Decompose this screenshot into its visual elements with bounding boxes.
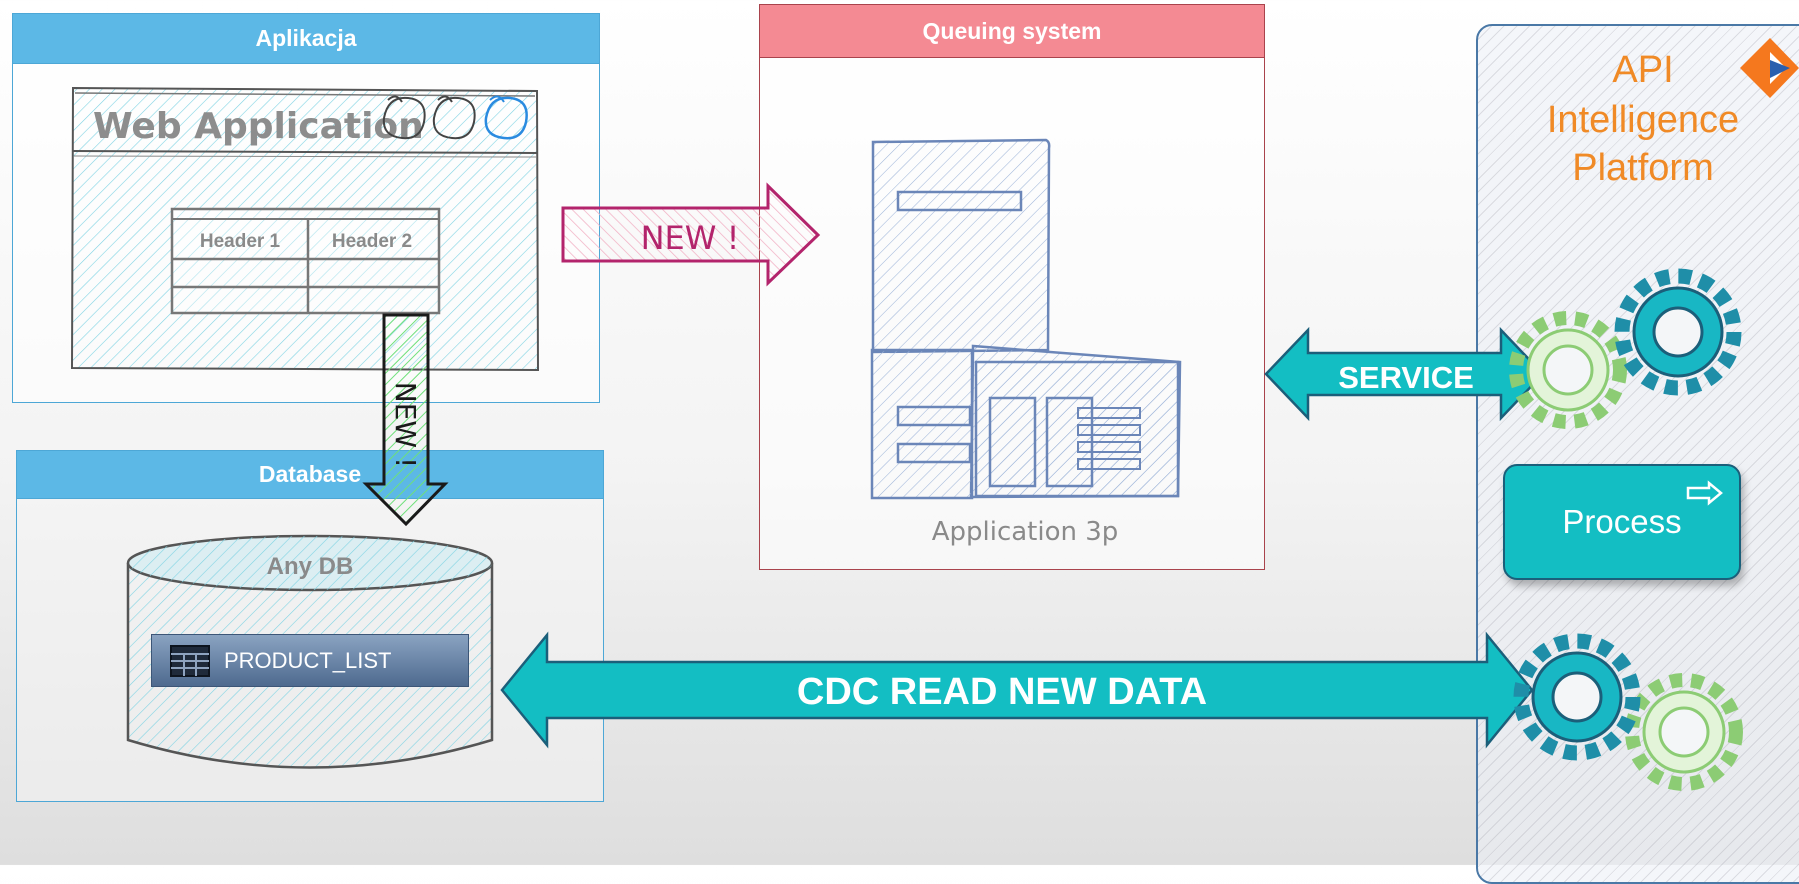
api-title-line-3: Platform — [1572, 147, 1714, 189]
cdc-arrow-label: CDC READ NEW DATA — [797, 671, 1207, 713]
web-application-title: Web Application — [93, 106, 424, 147]
server-label: Application 3p — [932, 517, 1119, 547]
gear-icon — [1625, 673, 1743, 791]
database-header: Database — [17, 451, 603, 499]
service-arrow-label: SERVICE — [1338, 360, 1474, 395]
product-list-label: PRODUCT_LIST — [224, 647, 392, 673]
process-box: Process — [1503, 464, 1741, 580]
process-arrow-icon — [1686, 480, 1723, 506]
database-name: Any DB — [267, 553, 354, 580]
gear-icon — [1513, 633, 1641, 761]
table-icon — [170, 644, 210, 677]
product-list-table: PRODUCT_LIST — [151, 634, 469, 687]
gear-icon — [1509, 311, 1627, 429]
aplikacja-header: Aplikacja — [13, 14, 599, 64]
api-title-line-1: API — [1612, 49, 1674, 91]
web-app-table: Header 1 Header 2 — [170, 207, 441, 315]
api-platform-panel: API Intelligence Platform — [1476, 24, 1799, 884]
new-arrow-right: NEW ! — [561, 182, 821, 287]
table-header-2: Header 2 — [332, 231, 412, 252]
diagram-canvas: Web Application Header 1 Header 2 Any — [70, 38, 1799, 791]
new-arrow-down: NEW ! — [362, 313, 449, 527]
api-title-line-2: Intelligence — [1546, 99, 1740, 141]
web-application-window: Web Application Header 1 Header 2 — [70, 86, 540, 372]
cdc-arrow: CDC READ NEW DATA — [500, 631, 1534, 749]
window-circle-icon — [484, 95, 528, 140]
table-header-1: Header 1 — [200, 231, 281, 252]
logo-icon — [1740, 38, 1799, 98]
window-circle-icon — [382, 95, 426, 140]
process-label: Process — [1562, 503, 1682, 540]
gear-icon — [1614, 268, 1742, 396]
queuing-system-header: Queuing system — [760, 5, 1264, 58]
new-arrow-right-label: NEW ! — [641, 219, 740, 257]
server-icon: Application 3p — [870, 138, 1182, 547]
window-circle-icon — [432, 95, 476, 140]
service-arrow: SERVICE — [1264, 326, 1545, 422]
new-arrow-down-label: NEW ! — [389, 382, 422, 468]
